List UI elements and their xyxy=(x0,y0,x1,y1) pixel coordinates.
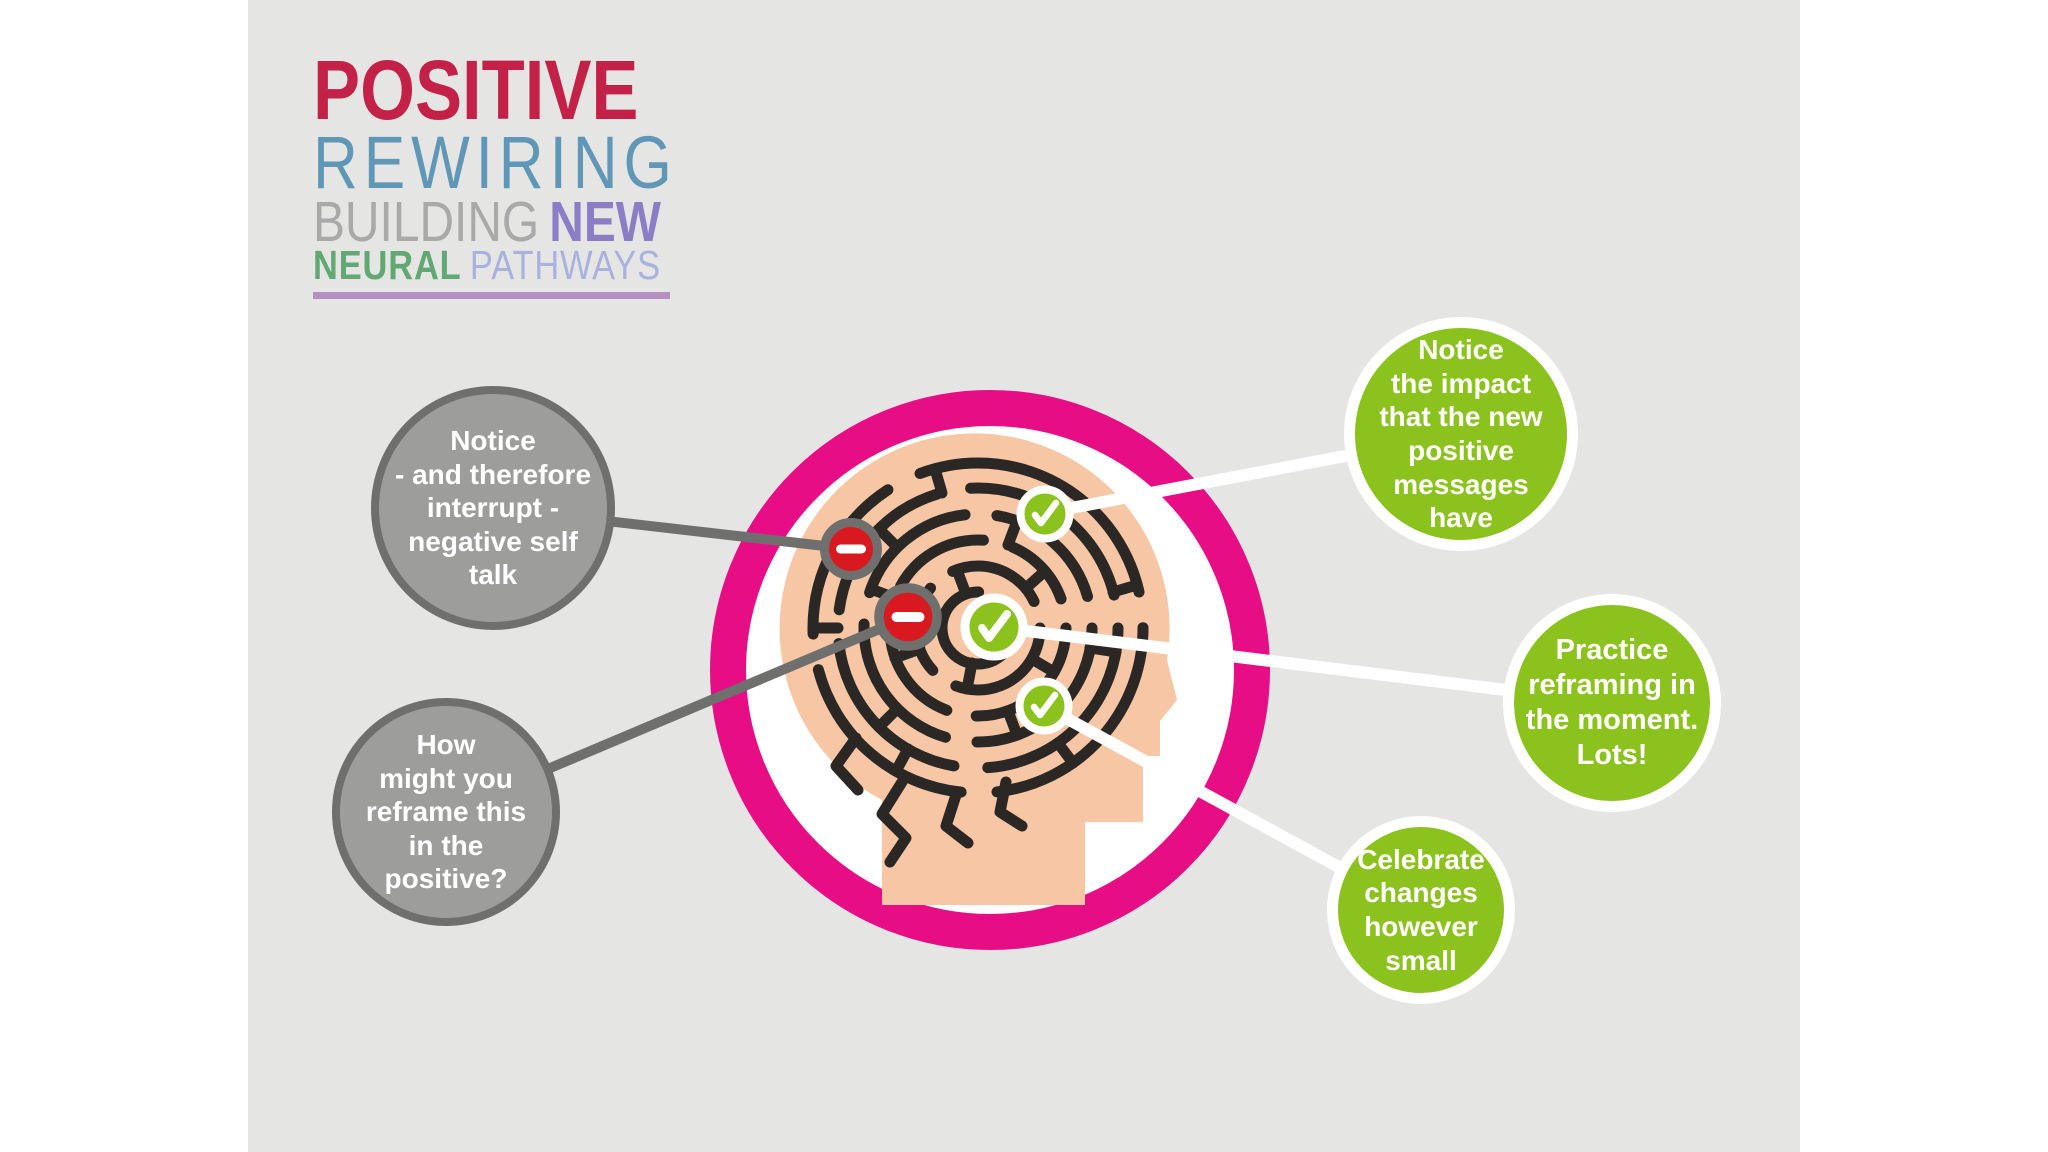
title-line-rewiring: REWIRING xyxy=(313,121,678,204)
positive-action-bubble-2: Practice reframing in the moment. Lots! xyxy=(1503,594,1721,812)
negative-thought-bubble-1: Notice - and therefore interrupt - negat… xyxy=(371,386,615,630)
title-word-building: BUILDING xyxy=(313,190,540,254)
title-word-neural: NEURAL xyxy=(313,242,462,288)
no-entry-icon xyxy=(874,583,942,651)
title-line-positive: POSITIVE xyxy=(313,43,639,137)
positive-action-bubble-3: Celebrate changes however small xyxy=(1327,816,1515,1004)
title-word-pathways: PATHWAYS xyxy=(469,242,661,288)
title-underline xyxy=(313,292,670,299)
check-icon xyxy=(1015,677,1073,735)
title-word-new: NEW xyxy=(549,190,661,254)
negative-thought-bubble-2: How might you reframe this in the positi… xyxy=(332,698,560,926)
check-icon xyxy=(960,593,1028,661)
positive-action-bubble-1: Notice the impact that the new positive … xyxy=(1344,317,1578,551)
check-icon xyxy=(1016,485,1074,543)
no-entry-icon xyxy=(820,518,882,580)
